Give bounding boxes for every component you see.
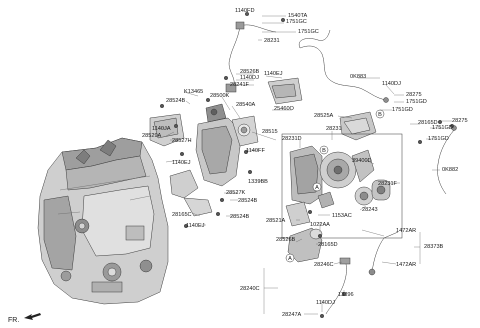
- part-labels: 1140FD 1540TA 1751GC 1751GC 28231 28526B…: [142, 8, 468, 318]
- label-1140FF: 1140FF: [246, 148, 265, 154]
- label-1140FD: 1140FD: [235, 8, 255, 14]
- label-1472AR-a: 1472AR: [396, 228, 416, 234]
- catalytic-converter: [195, 103, 259, 187]
- circle-marker-b-2: B: [319, 145, 329, 155]
- circle-marker-a-2: A: [285, 253, 295, 263]
- svg-text:B: B: [322, 148, 326, 154]
- label-28240C: 28240C: [240, 286, 260, 292]
- label-28525A: 28525A: [314, 113, 334, 119]
- label-1751GD-d: 1751GD: [428, 136, 449, 142]
- label-1140EJ-c: 1140EJ: [186, 223, 205, 229]
- label-39400D: 39400D: [352, 158, 372, 164]
- label-28165D: 28165D: [418, 120, 438, 126]
- label-1751GC-b: 1751GC: [298, 29, 319, 35]
- label-1751GC-a: 1751GC: [286, 19, 307, 25]
- label-1472AR-b: 1472AR: [396, 262, 416, 268]
- label-1022AA: 1022AA: [310, 222, 330, 228]
- label-28529A: 28529A: [142, 133, 162, 139]
- svg-text:A: A: [288, 256, 292, 262]
- label-28231D: 28231D: [282, 136, 302, 142]
- label-28527K: 28527K: [226, 190, 246, 196]
- outlet-pipe: [368, 231, 399, 276]
- label-28500K: 28500K: [210, 93, 230, 99]
- label-1140EJ-b: 1140EJ: [172, 160, 191, 166]
- label-28246C: 28246C: [314, 262, 334, 268]
- intake-hose: [287, 227, 323, 263]
- leader-lines: [160, 11, 452, 315]
- label-1751GD-b: 1751GD: [392, 107, 413, 113]
- label-28165D-b: 28165D: [318, 242, 338, 248]
- label-1153AC: 1153AC: [332, 213, 352, 219]
- arrow-icon: [24, 313, 41, 320]
- label-28243: 28243: [362, 207, 378, 213]
- label-28524B-a: 28524B: [166, 98, 186, 104]
- label-28231F: 28231F: [378, 181, 398, 187]
- label-1751GD-a: 1751GD: [406, 99, 427, 105]
- label-28231-top: 28231: [264, 38, 280, 44]
- label-28526B: 28526B: [240, 69, 260, 75]
- label-28521A: 28521A: [266, 218, 286, 224]
- upper-heat-shield: [267, 77, 303, 105]
- label-28524B-c: 28524B: [230, 214, 250, 220]
- turbo-group-box: [281, 133, 403, 239]
- label-28524B-b: 28524B: [238, 198, 258, 204]
- label-1751GD-c: 1751GD: [432, 125, 453, 131]
- label-1140EJ-a: 1140EJ: [264, 71, 283, 77]
- label-28373B: 28373B: [424, 244, 444, 250]
- label-K13465: K13465: [184, 89, 203, 95]
- oxygen-sensor-harness: [225, 21, 277, 93]
- heat-shield-bracket: [149, 113, 213, 217]
- label-28526B-b: 28526B: [276, 237, 296, 243]
- label-28165C: 28165C: [172, 212, 192, 218]
- label-28241F: 28241F: [230, 82, 250, 88]
- label-0K882: 0K882: [442, 167, 458, 173]
- engine-block: [37, 137, 169, 305]
- svg-text:A: A: [315, 185, 319, 191]
- label-1140JA: 1140JA: [152, 126, 171, 132]
- oil-feed-pipe: [298, 29, 389, 103]
- label-28275-a: 28275: [406, 92, 422, 98]
- turbocharger: [289, 145, 391, 209]
- circle-marker-b-1: B: [375, 109, 385, 119]
- label-1140DJ-a: 1140DJ: [240, 75, 259, 81]
- label-28231-b: 28231: [326, 126, 342, 132]
- turbo-lower-bracket: [285, 201, 311, 227]
- label-1339BB: 1339BB: [248, 179, 268, 185]
- label-28527H: 28527H: [172, 138, 192, 144]
- label-28247A: 28247A: [282, 312, 302, 318]
- svg-text:FR.: FR.: [8, 317, 19, 324]
- label-1540TA: 1540TA: [288, 13, 307, 19]
- front-direction-indicator: FR.: [8, 313, 41, 324]
- label-28540A: 28540A: [236, 102, 256, 108]
- svg-text:B: B: [378, 112, 382, 118]
- label-28275-b: 28275: [452, 118, 468, 124]
- label-0K883: 0K883: [350, 74, 366, 80]
- turbo-support-bracket: [339, 111, 377, 141]
- oil-return-pipe: [325, 257, 351, 315]
- label-25460O: 25460O: [274, 106, 295, 112]
- label-1140DJ-b: 1140DJ: [382, 81, 401, 87]
- label-13396: 13396: [338, 292, 354, 298]
- label-1140DJ-c: 1140DJ: [316, 300, 335, 306]
- label-28515: 28515: [262, 129, 278, 135]
- circle-marker-a-1: A: [312, 182, 322, 192]
- circle-markers: A A B B: [285, 109, 385, 263]
